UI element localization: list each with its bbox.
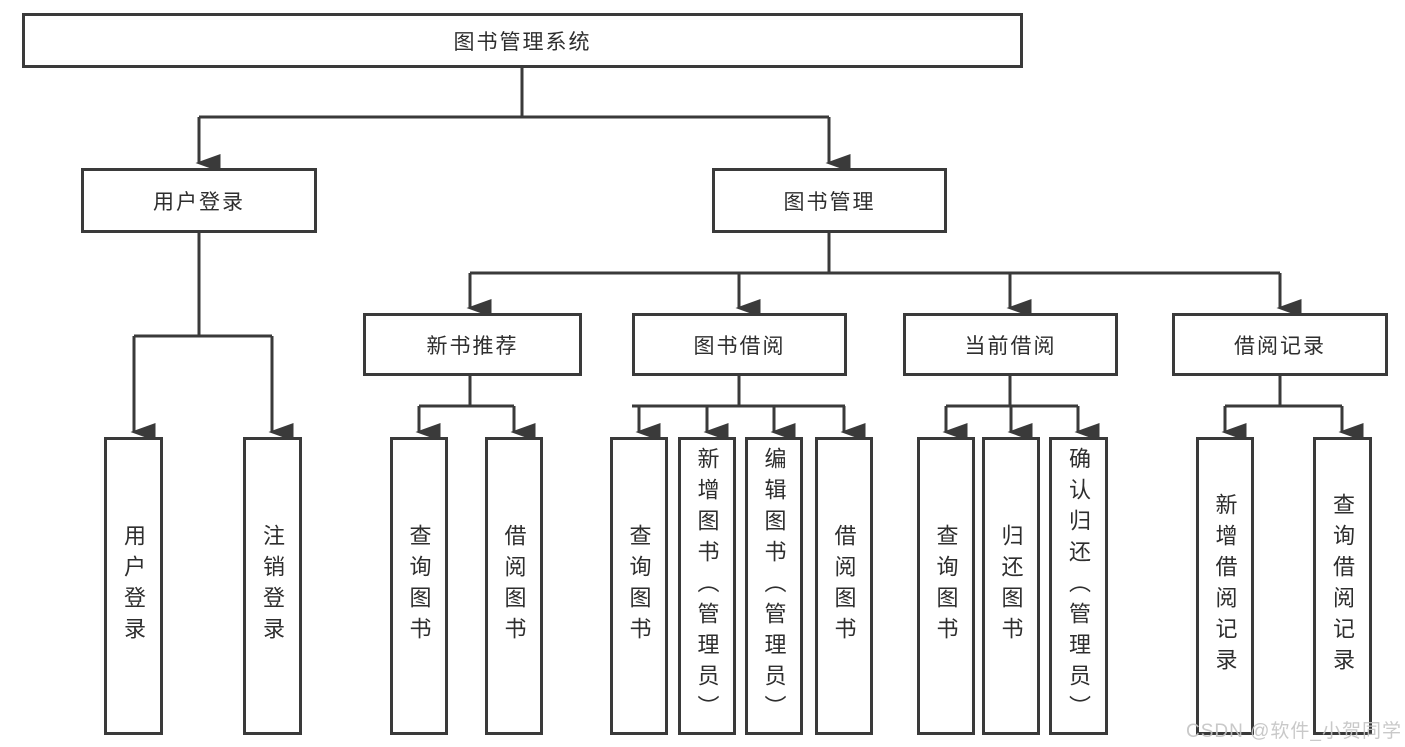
node-user-login-leaf: 用户登录 (104, 437, 163, 735)
node-cb-return-books: 归还图书 (982, 437, 1040, 735)
node-cb-query-books: 查询图书 (917, 437, 975, 735)
node-label: 用户登录 (153, 190, 245, 214)
node-label: 查询借阅记录 (1330, 493, 1356, 679)
node-book-borrow: 图书借阅 (632, 313, 847, 376)
node-nb-query-books: 查询图书 (390, 437, 448, 735)
node-bb-borrow-books: 借阅图书 (815, 437, 873, 735)
node-label: 借阅图书 (831, 524, 857, 648)
node-br-add-record: 新增借阅记录 (1196, 437, 1254, 735)
node-label: 查询图书 (626, 524, 652, 648)
node-user-login: 用户登录 (81, 168, 317, 233)
node-logout-leaf: 注销登录 (243, 437, 302, 735)
node-label: 查询图书 (406, 524, 432, 648)
node-new-book-recommend: 新书推荐 (363, 313, 582, 376)
watermark: CSDN @软件_小贺同学 (1186, 721, 1402, 742)
node-label: 借阅图书 (501, 524, 527, 648)
node-label: 查询图书 (933, 524, 959, 648)
node-label: 新增图书（管理员） (694, 446, 720, 726)
node-label: 用户登录 (121, 524, 147, 648)
node-label: 图书借阅 (693, 334, 786, 358)
node-borrow-records: 借阅记录 (1172, 313, 1388, 376)
node-current-borrow: 当前借阅 (903, 313, 1118, 376)
node-label: 借阅记录 (1234, 334, 1326, 358)
node-bb-edit-book-admin: 编辑图书（管理员） (745, 437, 803, 735)
node-cb-confirm-return-admin: 确认归还（管理员） (1049, 437, 1108, 735)
node-label: 图书管理 (783, 190, 876, 214)
node-bb-add-book-admin: 新增图书（管理员） (678, 437, 736, 735)
node-label: 归还图书 (998, 524, 1024, 648)
node-label: 新书推荐 (426, 334, 519, 358)
node-book-management: 图书管理 (712, 168, 947, 233)
node-label: 新增借阅记录 (1212, 493, 1238, 679)
node-label: 确认归还（管理员） (1066, 446, 1092, 726)
node-label: 编辑图书（管理员） (761, 446, 787, 726)
node-label: 图书管理系统 (453, 30, 592, 54)
node-bb-query-books: 查询图书 (610, 437, 668, 735)
node-br-query-record: 查询借阅记录 (1313, 437, 1372, 735)
node-library-system: 图书管理系统 (22, 13, 1023, 68)
node-nb-borrow-books: 借阅图书 (485, 437, 543, 735)
node-label: 当前借阅 (964, 334, 1057, 358)
node-label: 注销登录 (260, 524, 286, 648)
